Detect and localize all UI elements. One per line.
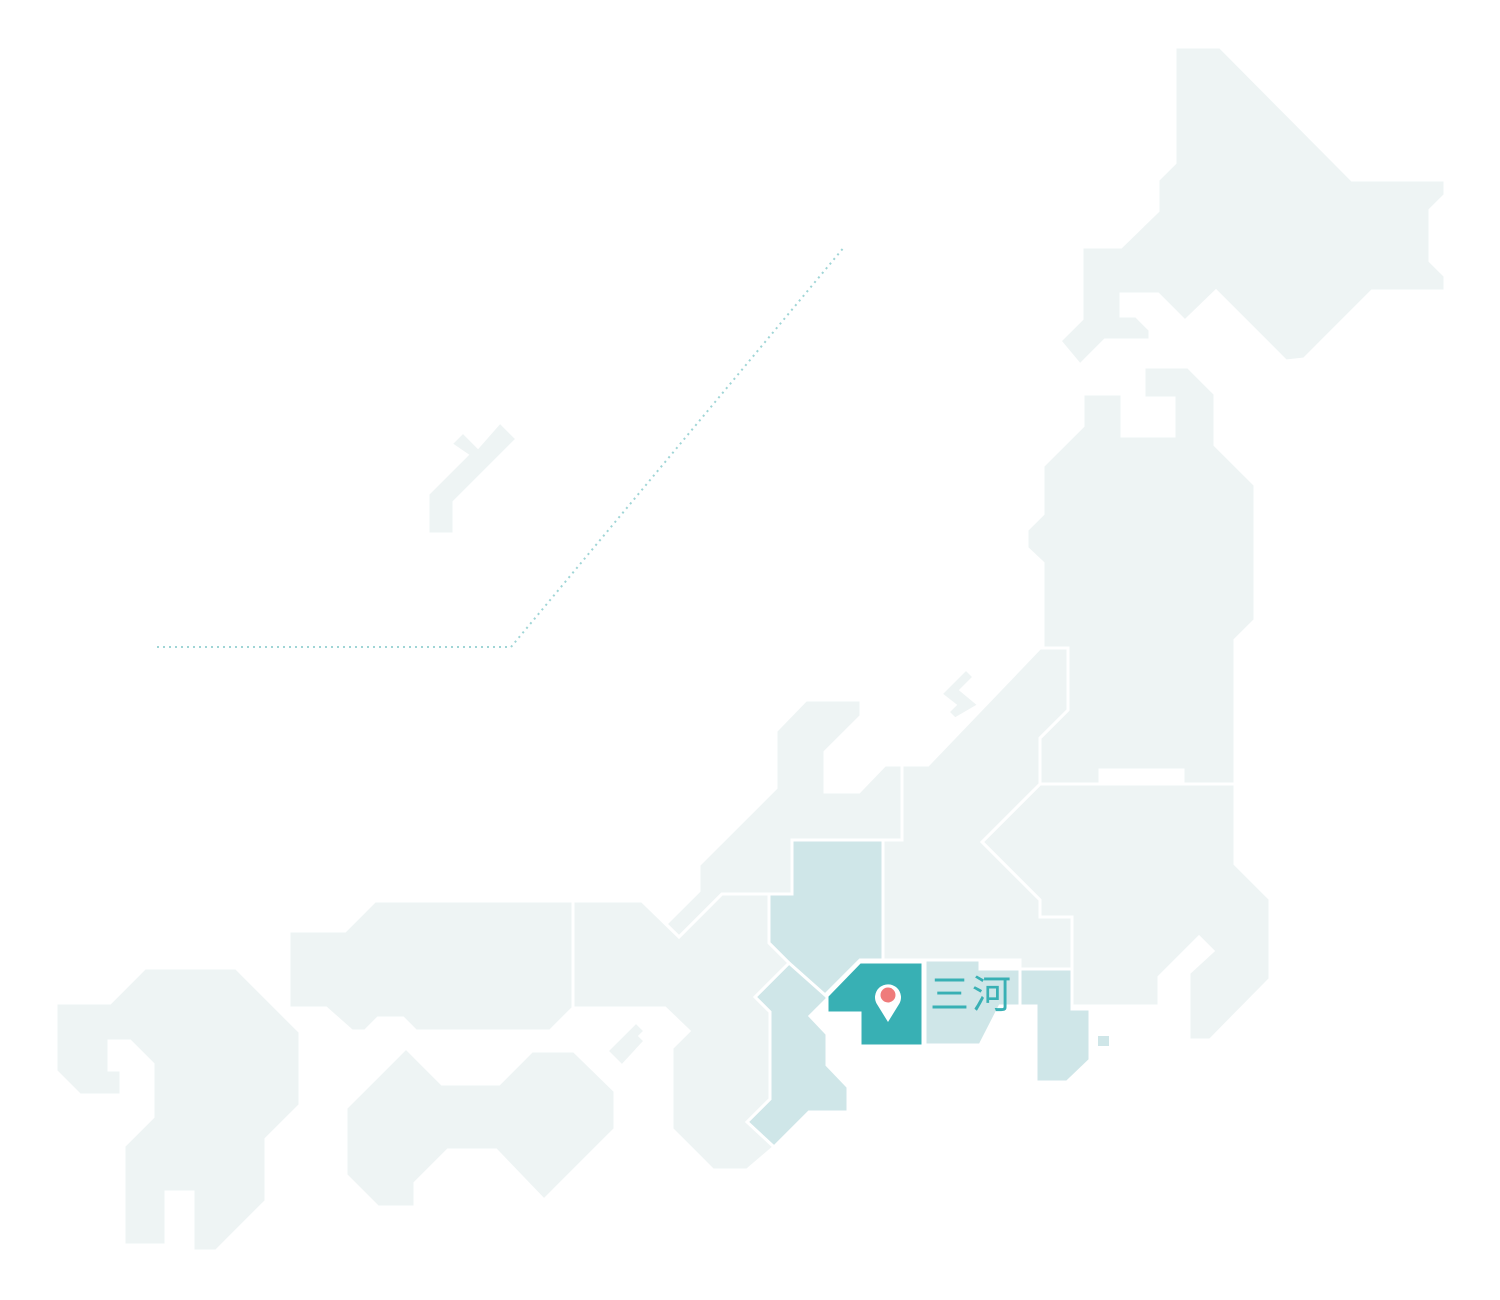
region-okinawa: [426, 419, 520, 536]
region-tohoku: [1025, 365, 1257, 786]
region-shikoku: [344, 1045, 617, 1209]
region-izu: [1018, 967, 1092, 1084]
map-pin-icon: [875, 984, 901, 1022]
region-hokkaido: [1057, 45, 1447, 368]
region-awaji: [604, 1019, 648, 1069]
okinawa-inset-divider: [157, 245, 846, 648]
region-kyushu: [54, 966, 302, 1253]
region-sado: [938, 666, 982, 721]
region-kinki: [571, 892, 792, 1172]
region-chugoku: [287, 899, 575, 1033]
highlight-region-label: 三河: [930, 973, 1015, 1018]
region-mikawa: [825, 960, 925, 1048]
map-pin-dot: [880, 987, 896, 1003]
region-izu-island: [1098, 1036, 1109, 1046]
